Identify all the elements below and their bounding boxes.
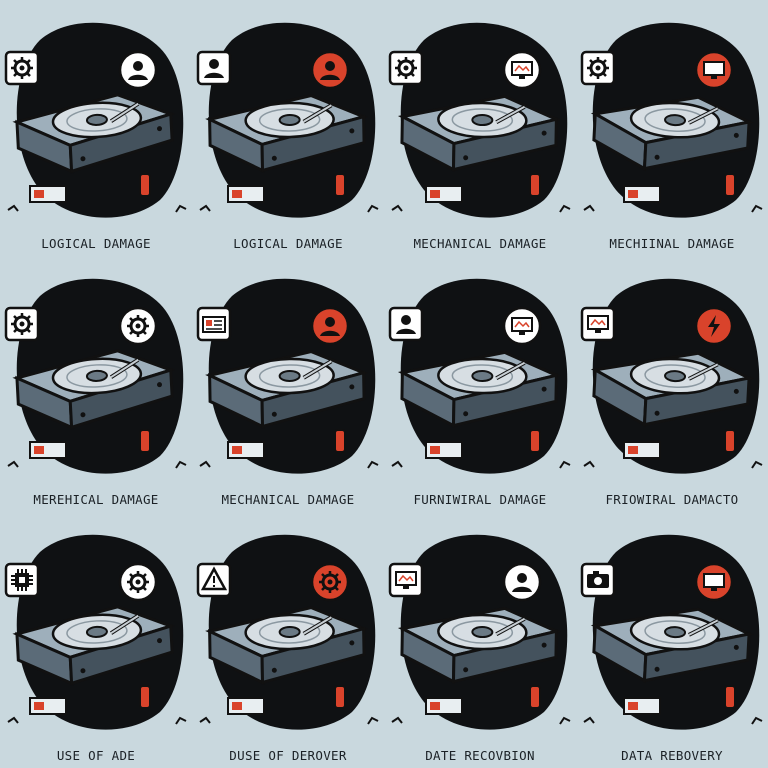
- tool-accent: [724, 685, 736, 709]
- hard-drive-icon: [12, 93, 176, 174]
- damage-tile: LOGICAL DAMAGE: [0, 0, 192, 256]
- tile-caption: DATE RECOVBION: [425, 748, 535, 763]
- tile-caption: USE OF ADE: [56, 748, 136, 763]
- hard-drive-illustration: [580, 278, 763, 474]
- gear-icon: [4, 306, 40, 342]
- gear-icon: [118, 562, 158, 602]
- hard-drive-icon: [12, 349, 176, 430]
- gear-icon: [310, 562, 350, 602]
- gear-icon: [388, 50, 424, 86]
- tool-accent: [139, 173, 151, 197]
- tile-caption: MEREHICAL DAMAGE: [33, 492, 159, 507]
- tool-accent: [334, 685, 346, 709]
- gear-icon: [580, 50, 616, 86]
- tool-accent: [724, 429, 736, 453]
- damage-tile: MECHANICAL DAMAGE: [384, 0, 576, 256]
- tile-caption: LOGICAL DAMAGE: [233, 236, 343, 251]
- monitor-icon: [580, 306, 616, 342]
- tile-caption: FRIOWIRAL DAMACTO: [605, 492, 739, 507]
- gear-icon: [4, 50, 40, 86]
- tile-caption: MECHANICAL DAMAGE: [413, 236, 547, 251]
- damage-tile: MEREHICAL DAMAGE: [0, 256, 192, 512]
- damage-tile: USE OF ADE: [0, 512, 192, 768]
- tool-accent: [529, 173, 541, 197]
- damage-tile: DATE RECOVBION: [384, 512, 576, 768]
- tile-caption: MECHIINAL DAMAGE: [609, 236, 735, 251]
- damage-tile: LOGICAL DAMAGE: [192, 0, 384, 256]
- hard-drive-illustration: [196, 22, 379, 218]
- tile-caption: FURNIWIRAL DAMAGE: [413, 492, 547, 507]
- monitor-icon: [694, 50, 734, 90]
- user-icon: [196, 50, 232, 86]
- tile-caption: DUSE OF DEROVER: [229, 748, 347, 763]
- hard-drive-icon: [590, 95, 754, 172]
- monitor-icon: [502, 306, 542, 346]
- hard-drive-icon: [590, 351, 754, 428]
- damage-tile: MECHANICAL DAMAGE: [192, 256, 384, 512]
- hard-drive-icon: [397, 350, 562, 428]
- hard-drive-icon: [590, 607, 754, 684]
- hard-drive-icon: [12, 605, 176, 686]
- damage-tile: DUSE OF DEROVER: [192, 512, 384, 768]
- damage-tile: DATA REBOVERY: [576, 512, 768, 768]
- tool-accent: [139, 685, 151, 709]
- id-card-icon: [196, 306, 232, 342]
- hard-drive-illustration: [388, 278, 571, 474]
- tool-accent: [139, 429, 151, 453]
- tool-accent: [529, 685, 541, 709]
- hard-drive-icon: [397, 94, 562, 172]
- chip-icon: [4, 562, 40, 598]
- damage-tile: FRIOWIRAL DAMACTO: [576, 256, 768, 512]
- hard-drive-illustration: [196, 534, 379, 730]
- damage-tile: MECHIINAL DAMAGE: [576, 0, 768, 256]
- user-icon: [310, 50, 350, 90]
- gear-icon: [118, 306, 158, 346]
- hard-drive-illustration: [388, 534, 571, 730]
- hard-drive-illustration: [580, 22, 763, 218]
- user-icon: [388, 306, 424, 342]
- user-icon: [310, 306, 350, 346]
- hard-drive-illustration: [4, 22, 187, 218]
- hard-drive-illustration: [388, 22, 571, 218]
- hard-drive-illustration: [4, 278, 187, 474]
- hard-drive-illustration: [4, 534, 187, 730]
- hard-drive-icon: [205, 350, 369, 429]
- user-icon: [502, 562, 542, 602]
- tool-accent: [334, 173, 346, 197]
- tool-accent: [529, 429, 541, 453]
- hard-drive-icon: [205, 606, 369, 685]
- tile-caption: MECHANICAL DAMAGE: [221, 492, 355, 507]
- monitor-icon: [388, 562, 424, 598]
- monitor-icon: [502, 50, 542, 90]
- hard-drive-icon: [205, 94, 369, 173]
- user-icon: [118, 50, 158, 90]
- tile-caption: DATA REBOVERY: [621, 748, 723, 763]
- camera-icon: [580, 562, 616, 598]
- damage-tile: FURNIWIRAL DAMAGE: [384, 256, 576, 512]
- hard-drive-illustration: [196, 278, 379, 474]
- tile-caption: LOGICAL DAMAGE: [41, 236, 151, 251]
- tool-accent: [724, 173, 736, 197]
- tool-accent: [334, 429, 346, 453]
- hard-drive-icon: [397, 606, 562, 684]
- monitor-icon: [694, 562, 734, 602]
- warning-icon: [196, 562, 232, 598]
- hard-drive-illustration: [580, 534, 763, 730]
- lightning-icon: [694, 306, 734, 346]
